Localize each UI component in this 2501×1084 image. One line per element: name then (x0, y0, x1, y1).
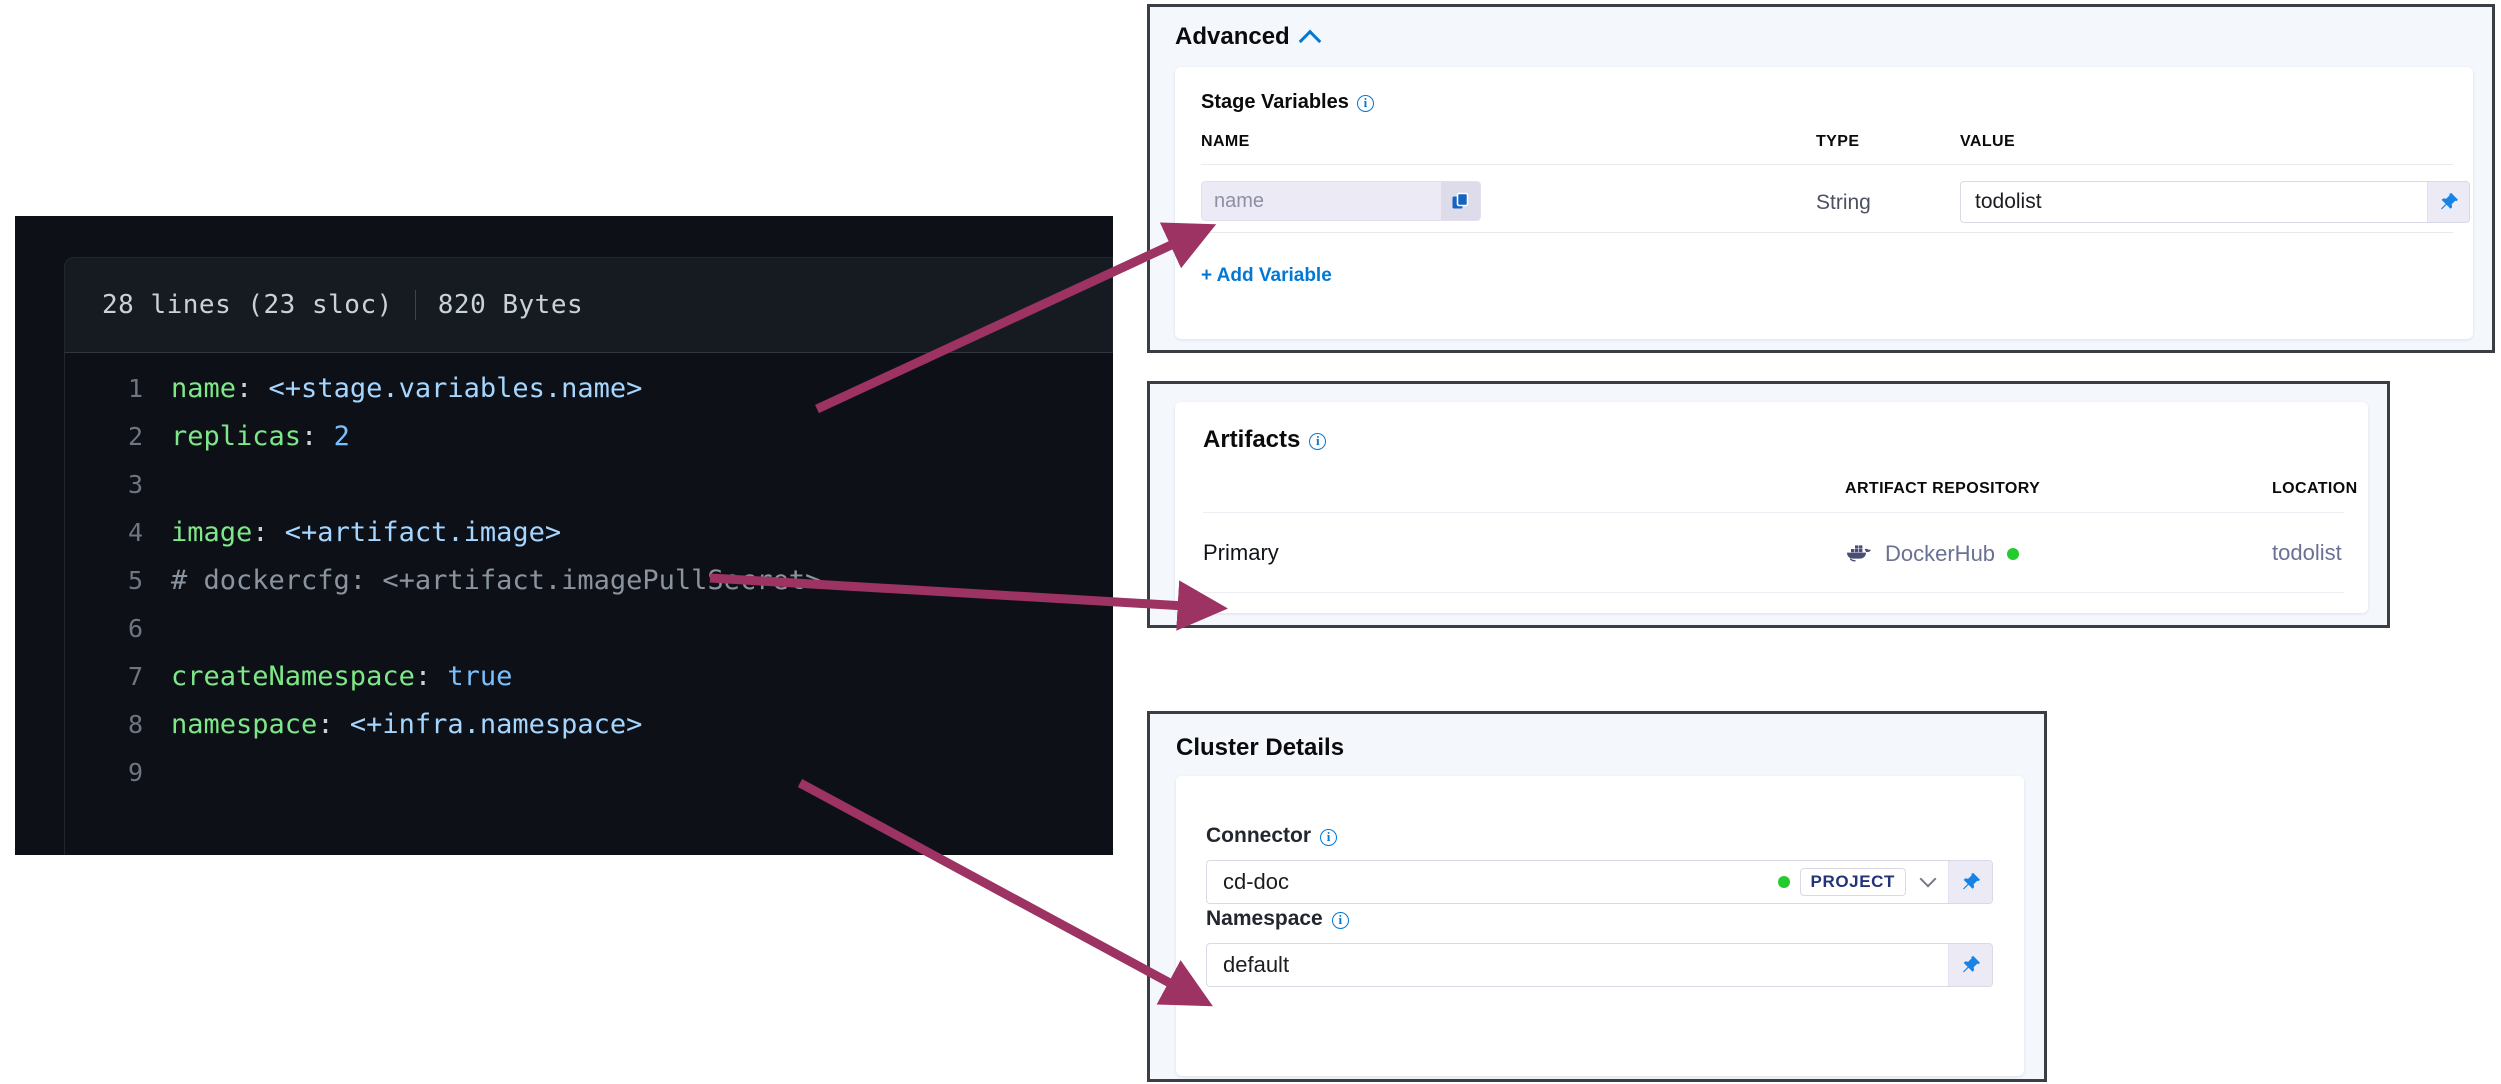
cluster-namespace-field[interactable]: default (1206, 943, 1993, 987)
code-token-key: name (171, 373, 237, 404)
connector-scope: PROJECT (1777, 868, 1906, 896)
code-token-key: namespace (171, 709, 318, 740)
line-number: 6 (127, 614, 143, 643)
pin-icon[interactable] (1948, 861, 1992, 903)
artifacts-panel: Artifacts i ARTIFACT REPOSITORY LOCATION… (1147, 381, 2390, 628)
artifacts-title: Artifacts (1203, 426, 1301, 453)
code-token-key: createNamespace (171, 661, 415, 692)
stage-variables-label: Stage Variables i (1201, 91, 1374, 114)
code-token-value: <+infra.namespace> (349, 709, 643, 740)
stage-variable-value-field[interactable]: todolist (1960, 181, 2470, 223)
info-icon[interactable]: i (1331, 911, 1349, 929)
cluster-details-panel: Cluster Details Connector i cd-doc PROJE… (1147, 711, 2047, 1082)
cluster-details-title: Cluster Details (1176, 734, 1345, 761)
line-number: 4 (127, 518, 143, 547)
stage-variable-value-input[interactable]: todolist (1975, 190, 2042, 213)
line-number: 9 (127, 758, 143, 787)
table-divider (1201, 232, 2453, 233)
stage-variable-type: String (1816, 191, 1871, 214)
status-dot (2007, 548, 2020, 560)
stage-variable-name-field[interactable]: name (1201, 181, 1481, 221)
docker-whale-icon (1845, 540, 1873, 568)
line-number: 3 (127, 470, 143, 499)
info-icon[interactable]: i (1320, 828, 1337, 846)
code-line: 8 namespace: <+infra.namespace> (65, 701, 1113, 749)
artifacts-card: Artifacts i ARTIFACT REPOSITORY LOCATION… (1175, 402, 2368, 613)
code-line: 4 image: <+artifact.image> (65, 509, 1113, 557)
table-divider (1203, 592, 2344, 593)
connector-value[interactable]: cd-doc (1223, 869, 1290, 894)
code-token-key: replicas (171, 421, 302, 452)
column-header-name: NAME (1201, 133, 1250, 150)
copy-icon[interactable] (1441, 181, 1481, 221)
code-token-colon: : (317, 709, 350, 740)
column-header-artifact-repository: ARTIFACT REPOSITORY (1845, 480, 2041, 497)
table-divider (1201, 164, 2453, 165)
artifact-repository-name: DockerHub (1885, 541, 1996, 566)
code-lines-container: 1 name: <+stage.variables.name> 2 replic… (64, 353, 1113, 855)
code-token-value: true (447, 661, 513, 692)
namespace-value[interactable]: default (1223, 952, 1290, 977)
stage-variables-card: Stage Variables i NAME TYPE VALUE name S… (1175, 67, 2473, 339)
chevron-down-icon[interactable] (1919, 870, 1937, 888)
artifact-repository-cell[interactable]: DockerHub (1845, 540, 2020, 568)
column-header-type: TYPE (1816, 133, 1860, 150)
cluster-details-card: Connector i cd-doc PROJECT Namespace i d… (1176, 776, 2024, 1076)
pin-icon[interactable] (2427, 182, 2469, 222)
column-header-location: LOCATION (2272, 480, 2358, 497)
artifact-primary-row: Primary (1203, 540, 1279, 565)
code-token-value: <+stage.variables.name> (268, 373, 643, 404)
line-number: 5 (127, 566, 143, 595)
artifacts-label: Artifacts i (1203, 426, 1327, 454)
stage-variables-title: Stage Variables (1201, 91, 1349, 113)
cluster-connector-field[interactable]: cd-doc PROJECT (1206, 860, 1993, 904)
code-line: 6 (65, 605, 1113, 653)
chevron-up-icon[interactable] (1298, 29, 1322, 53)
code-token-colon: : (301, 421, 334, 452)
add-variable-button[interactable]: + Add Variable (1201, 265, 1332, 286)
artifact-location-cell: todolist (2272, 540, 2342, 565)
header-divider (414, 290, 416, 320)
code-line: 5 # dockercfg: <+artifact.imagePullSecre… (65, 557, 1113, 605)
column-header-value: VALUE (1960, 133, 2016, 150)
advanced-panel-title: Advanced (1175, 23, 1290, 50)
line-number: 7 (127, 662, 143, 691)
info-icon[interactable]: i (1356, 95, 1374, 112)
line-number: 8 (127, 710, 143, 739)
code-token-comment: # dockercfg: <+artifact.imagePullSecret> (171, 565, 822, 596)
yaml-code-viewer: 28 lines (23 sloc) 820 Bytes 1 name: <+s… (15, 216, 1113, 855)
advanced-panel: Advanced Stage Variables i NAME TYPE VAL… (1147, 4, 2495, 353)
code-lines-count: 28 lines (23 sloc) (102, 290, 393, 320)
code-line: 3 (65, 461, 1113, 509)
namespace-label: Namespace i (1206, 907, 1349, 931)
code-line: 2 replicas: 2 (65, 413, 1113, 461)
connector-label: Connector i (1206, 824, 1337, 848)
code-viewer-header: 28 lines (23 sloc) 820 Bytes (64, 257, 1113, 353)
info-icon[interactable]: i (1309, 432, 1327, 450)
namespace-label-text: Namespace (1206, 907, 1323, 930)
line-number: 1 (127, 374, 143, 403)
table-divider (1203, 512, 2344, 513)
stage-variable-name-input[interactable]: name (1201, 181, 1441, 221)
connector-label-text: Connector (1206, 824, 1311, 847)
code-token-colon: : (414, 661, 448, 692)
code-line: 1 name: <+stage.variables.name> (65, 365, 1113, 413)
code-token-value: 2 (333, 421, 350, 452)
code-line: 9 (65, 749, 1113, 797)
code-file-size: 820 Bytes (437, 290, 584, 320)
code-token-key: image (171, 517, 253, 548)
advanced-panel-header[interactable]: Advanced (1175, 23, 1322, 53)
status-dot (1777, 876, 1790, 888)
code-token-colon: : (236, 373, 269, 404)
scope-badge: PROJECT (1799, 868, 1906, 896)
line-number: 2 (127, 422, 143, 451)
pin-icon[interactable] (1948, 944, 1992, 986)
code-token-colon: : (252, 517, 285, 548)
code-token-value: <+artifact.image> (284, 517, 562, 548)
code-line: 7 createNamespace: true (65, 653, 1113, 701)
